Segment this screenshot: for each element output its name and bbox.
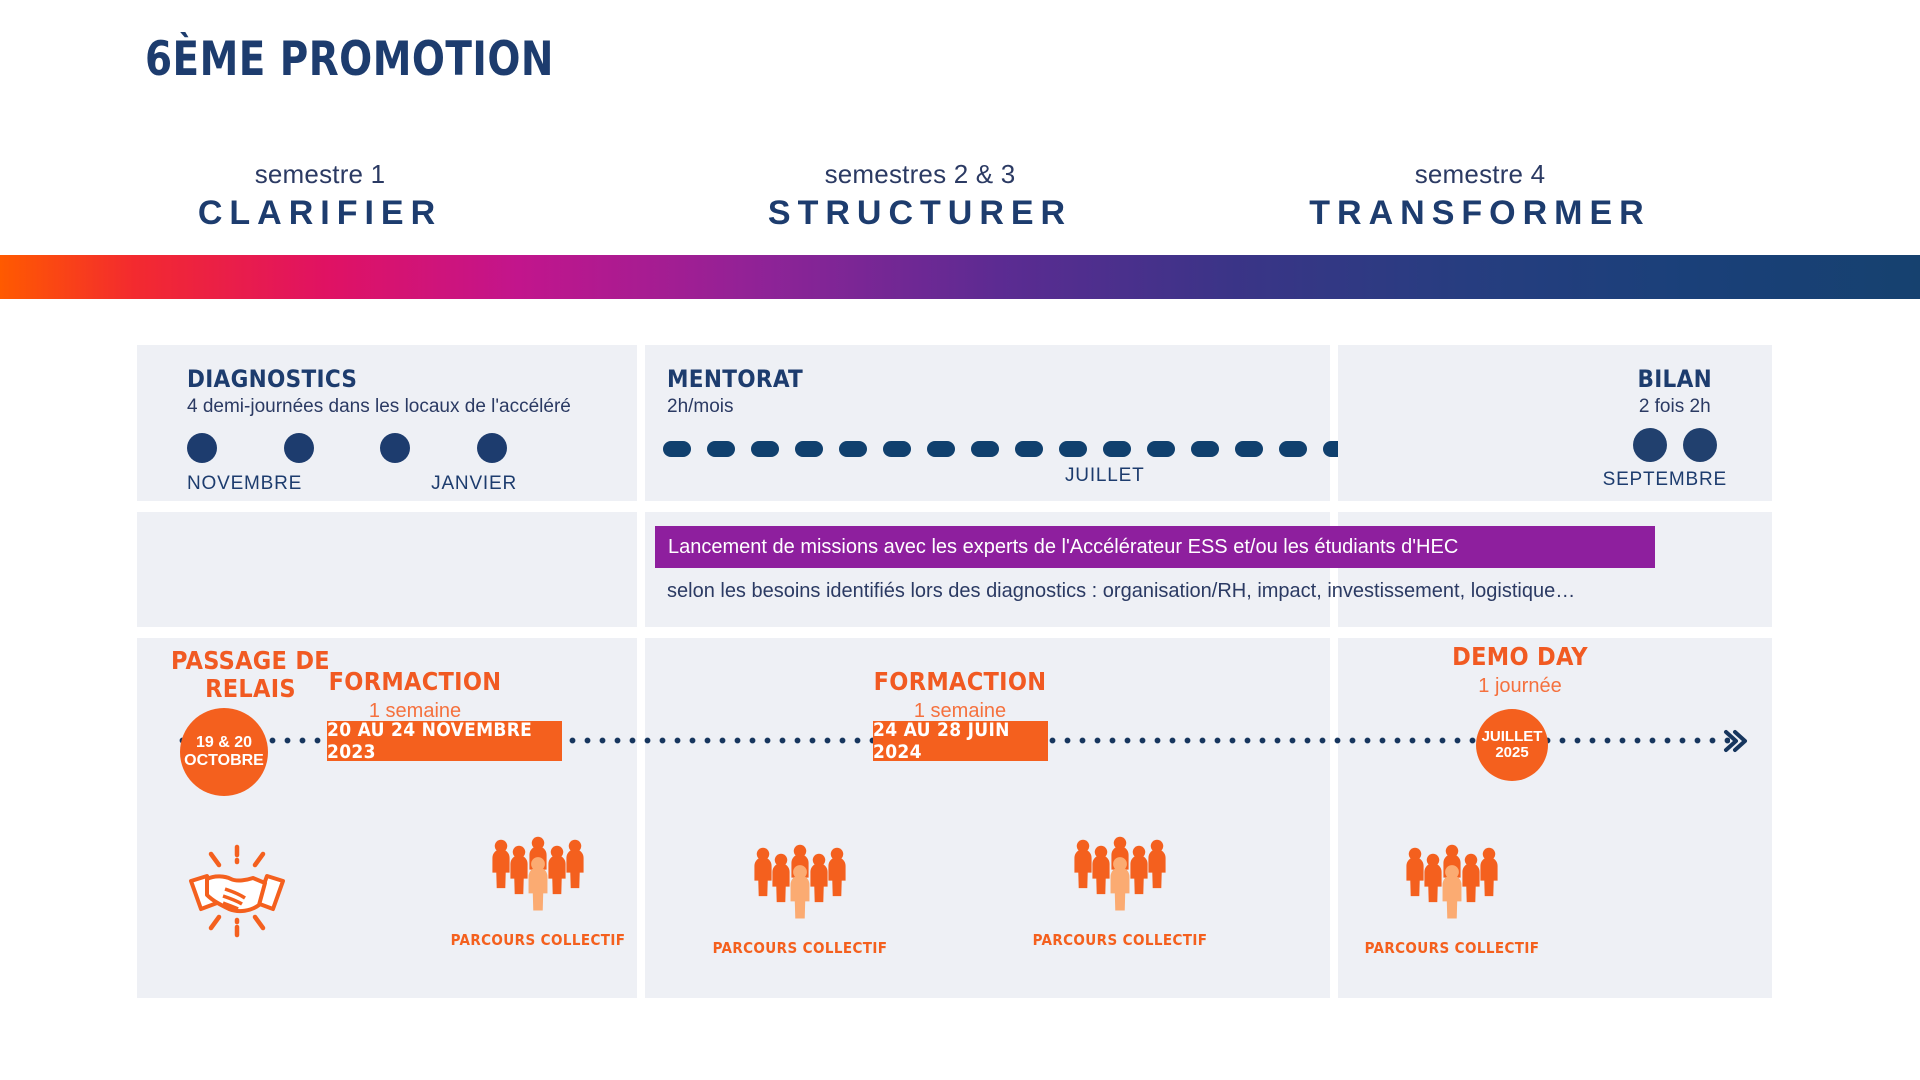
demo-day-subtitle: 1 journée [1478,674,1562,697]
mentorat-dash [883,441,911,457]
bilan-title: BILAN [1637,365,1712,393]
demo-day-badge-line1: JUILLET [1481,727,1543,745]
parcours-collectif-1: PARCOURS COLLECTIF [438,830,638,949]
panel-bilan: BILAN 2 fois 2h SEPTEMBRE [1338,345,1772,501]
demo-day-title: DEMO DAY [1452,642,1588,671]
missions-note: selon les besoins identifiés lors des di… [667,580,1576,602]
bilan-dot [1683,428,1717,462]
phase-title: STRUCTURER [767,193,1073,232]
people-group-icon [754,844,846,919]
mentorat-subtitle: 2h/mois [667,396,734,417]
formation-1-subtitle: 1 semaine [368,699,462,722]
mentorat-heading: MENTORAT 2h/mois [667,365,803,418]
formation-1-date-badge[interactable]: 20 AU 24 NOVEMBRE 2023 [327,719,562,763]
mentorat-dash [927,441,955,457]
demo-day-heading: DEMO DAY 1 journée [1395,643,1645,698]
diagnostics-dot [476,433,507,463]
diagnostics-subtitle: 4 demi-journées dans les locaux de l'acc… [187,396,571,417]
diagnostics-month-labels: NOVEMBRE JANVIER [187,473,517,495]
formation-2-date-badge[interactable]: 24 AU 28 JUIN 2024 [873,719,1048,763]
mentorat-dash [1103,441,1131,457]
people-group-icon [1074,836,1166,911]
parcours-collectif-label: PARCOURS COLLECTIF [712,939,888,957]
phase-subtitle: semestre 1 [254,159,386,189]
phase-header-transformer: semestre 4 TRANSFORMER [1260,159,1700,232]
formation-2-badge-text: 24 AU 28 JUIN 2024 [873,719,1010,763]
parcours-collectif-label: PARCOURS COLLECTIF [1032,931,1208,949]
demo-day-badge-line2: 2025 [1495,744,1529,761]
phase-subtitle: semestres 2 & 3 [824,159,1016,189]
mentorat-dash [707,441,735,457]
bilan-month-label: SEPTEMBRE [1602,469,1727,490]
passage-relais-title-line2: RELAIS [205,673,296,703]
arrow-right-icon [1724,730,1747,752]
mentorat-dash [1191,441,1219,457]
parcours-collectif-2: PARCOURS COLLECTIF [700,838,900,957]
parcours-collectif-4: PARCOURS COLLECTIF [1352,838,1552,957]
bilan-dot [1633,428,1667,462]
phase-headers: semestre 1 CLARIFIER semestres 2 & 3 STR… [0,159,1920,250]
demo-day-date-badge[interactable]: JUILLET 2025 [1476,709,1548,781]
diagnostics-title: DIAGNOSTICS [187,365,358,393]
bilan-heading: BILAN 2 fois 2h [1637,365,1712,418]
row-programme: PASSAGE DE RELAIS 19 & 20 OCTOBRE [0,638,1920,998]
mentorat-month-label: JUILLET [1065,465,1145,486]
missions-banner: Lancement de missions avec les experts d… [655,526,1655,568]
formation-1-badge-text: 20 AU 24 NOVEMBRE 2023 [327,719,533,763]
diagnostics-month-start: NOVEMBRE [187,473,303,494]
formation-1-title: FORMACTION [328,667,502,696]
row-missions: Lancement de missions avec les experts d… [0,512,1920,627]
parcours-collectif-label: PARCOURS COLLECTIF [1364,939,1540,957]
panel-mentorat: MENTORAT 2h/mois JUILLET [645,345,1747,501]
phase-header-structurer: semestres 2 & 3 STRUCTURER [700,159,1140,232]
panel-formation-2 [645,638,1330,998]
diagnostics-month-end: JANVIER [431,473,517,494]
phase-title: CLARIFIER [197,193,443,232]
parcours-collectif-3: PARCOURS COLLECTIF [1020,830,1220,949]
passage-relais-badge-line2: OCTOBRE [184,752,264,769]
bilan-subtitle: 2 fois 2h [1638,396,1711,417]
mentorat-dash [1015,441,1043,457]
content-grid: DIAGNOSTICS 4 demi-journées dans les loc… [0,345,1920,998]
diagnostics-dot [187,433,217,463]
mentorat-dash [663,441,691,457]
mentorat-title: MENTORAT [667,365,804,393]
mentorat-dash [795,441,823,457]
passage-relais-title-line1: PASSAGE DE [171,646,330,675]
passage-relais-heading: PASSAGE DE RELAIS [148,647,353,702]
panel-relais-formation [137,638,637,998]
diagnostics-heading: DIAGNOSTICS 4 demi-journées dans les loc… [187,365,571,418]
parcours-collectif-label: PARCOURS COLLECTIF [450,931,626,949]
diagnostics-dot [380,433,411,463]
panel-missions-left [137,512,637,627]
formation-2-title: FORMACTION [873,667,1047,696]
mentorat-dash [1147,441,1175,457]
mentorat-dash [971,441,999,457]
bilan-dots [1633,428,1717,462]
panel-diagnostics: DIAGNOSTICS 4 demi-journées dans les loc… [137,345,637,501]
mentorat-dash [751,441,779,457]
formation-2-heading: FORMACTION 1 semaine [835,668,1085,723]
mentorat-dash [839,441,867,457]
panel-demo-day [1338,638,1772,998]
row-assessments: DIAGNOSTICS 4 demi-journées dans les loc… [0,345,1920,501]
passage-relais-date-badge[interactable]: 19 & 20 OCTOBRE [180,708,268,796]
handshake-icon [189,844,285,938]
panel-missions-center: Lancement de missions avec les experts d… [645,512,1655,627]
phase-subtitle: semestre 4 [1414,159,1546,189]
diagnostics-dots [187,433,507,463]
passage-relais-badge-line1: 19 & 20 [195,734,253,752]
people-group-icon [492,836,584,911]
phase-title: TRANSFORMER [1309,193,1651,232]
formation-2-subtitle: 1 semaine [913,699,1007,722]
diagnostics-dot [283,433,314,463]
mentorat-dash [1059,441,1087,457]
people-group-icon [1406,844,1498,919]
page-title: 6ÈME PROMOTION [145,32,554,87]
mentorat-dash [1235,441,1263,457]
phase-header-clarifier: semestre 1 CLARIFIER [140,159,500,232]
mentorat-dash [1279,441,1307,457]
formation-1-heading: FORMACTION 1 semaine [290,668,540,723]
phase-gradient-bar [0,255,1920,299]
